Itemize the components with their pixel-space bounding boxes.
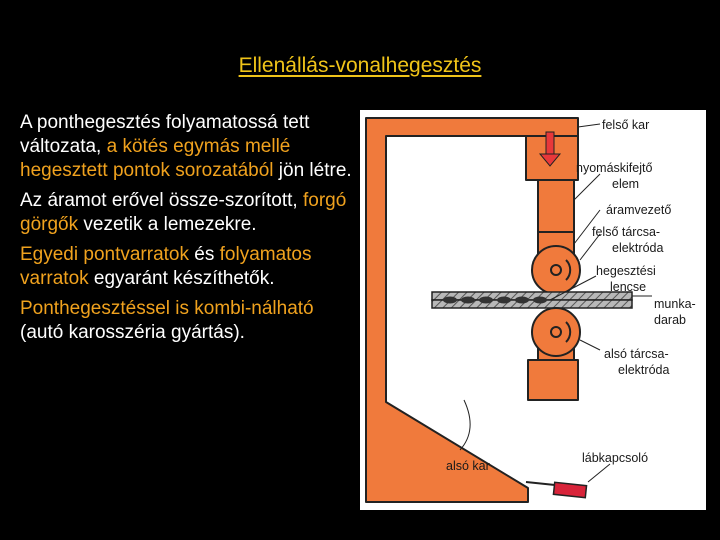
- p2-text-c: vezetik a lemezekre.: [78, 214, 257, 235]
- label-lens-1: hegesztési: [596, 264, 656, 278]
- leader-lines: [459, 123, 652, 483]
- lower-arm-block: [527, 359, 579, 401]
- label-lower-disc-1: alsó tárcsa-: [604, 347, 669, 361]
- label-pressure-2: elem: [612, 177, 639, 191]
- p3-text-d: egyaránt készíthetők.: [88, 268, 275, 289]
- pressure-element: [537, 179, 575, 233]
- label-lower-arm: alsó kar: [446, 459, 490, 473]
- weld-lenses: [443, 296, 547, 304]
- paragraph-3: Egyedi pontvarratok és folyamatos varrat…: [20, 243, 360, 291]
- label-workpiece-1: munka-: [654, 297, 696, 311]
- p1-highlight: a kötés egymás mellé hegesztett pontok s…: [20, 136, 291, 181]
- paragraph-1: A ponthegesztés folyamatossá tett változ…: [20, 111, 360, 183]
- p3-highlight-a: Egyedi pontvarratok: [20, 244, 189, 265]
- description-text: A ponthegesztés folyamatossá tett változ…: [20, 111, 360, 351]
- label-upper-arm: felső kar: [602, 118, 649, 132]
- label-foot-switch: lábkapcsoló: [582, 451, 648, 465]
- frame-inner-edge: [385, 136, 529, 489]
- paragraph-2: Az áramot erővel össze-szorított, forgó …: [20, 189, 360, 237]
- p4-highlight: Ponthegesztéssel is kombi-nálható: [20, 298, 314, 319]
- label-upper-disc-2: elektróda: [612, 241, 663, 255]
- slide-title: Ellenállás-vonalhegesztés: [238, 54, 482, 77]
- label-workpiece-2: darab: [654, 313, 686, 327]
- p4-text-b: (autó karosszéria gyártás).: [20, 322, 245, 343]
- diagram-svg: felső kar nyomáskifejtő elem áramvezető …: [360, 110, 706, 510]
- p3-text-b: és: [189, 244, 220, 265]
- p2-text-a: Az áramot erővel össze-szorított,: [20, 190, 303, 211]
- p3-highlight-c: folyamatos varratok: [20, 244, 312, 289]
- label-pressure-1: nyomáskifejtő: [576, 161, 652, 175]
- pressure-arrow-icon: [538, 131, 562, 167]
- lower-disc-electrode: [531, 307, 581, 357]
- paragraph-4: Ponthegesztéssel is kombi-nálható (autó …: [20, 297, 360, 345]
- foot-pedal-icon: [525, 481, 588, 499]
- p2-highlight: forgó görgők: [20, 190, 347, 235]
- label-lens-2: lencse: [610, 280, 646, 294]
- label-upper-disc-1: felső tárcsa-: [592, 225, 660, 239]
- upper-disc-electrode: [531, 245, 581, 295]
- p1-text-c: jön létre.: [273, 160, 352, 181]
- workpiece: [431, 291, 633, 309]
- p1-text-a: A ponthegesztés folyamatossá tett változ…: [20, 112, 310, 157]
- label-conductor: áramvezető: [606, 203, 671, 217]
- seam-welding-diagram: felső kar nyomáskifejtő elem áramvezető …: [360, 110, 706, 510]
- label-lower-disc-2: elektróda: [618, 363, 669, 377]
